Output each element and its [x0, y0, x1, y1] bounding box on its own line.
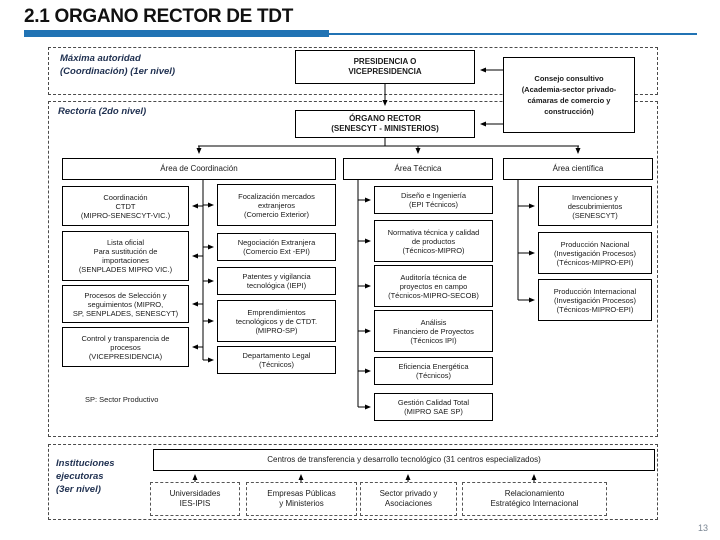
page-title: 2.1 ORGANO RECTOR DE TDT [24, 6, 294, 27]
page-number: 13 [698, 523, 709, 533]
box-focalizacion-mercados: Focalización mercados extranjeros (Comer… [217, 184, 336, 226]
title-underline-thick [24, 30, 329, 37]
box-coordinacion-ctdt: Coordinación CTDT (MIPRO-SENESCYT-VIC.) [62, 186, 189, 226]
box-analisis-financiero: Análisis Financiero de Proyectos (Técnic… [374, 310, 493, 352]
area-cientifica-header: Área científica [503, 158, 653, 180]
box-relacionamiento: Relacionamiento Estratégico Internaciona… [462, 482, 607, 516]
presidencia-box: PRESIDENCIA O VICEPRESIDENCIA [295, 50, 475, 84]
level2-region [48, 101, 658, 437]
consejo-consultivo-box: Consejo consultivo (Academia-sector priv… [503, 57, 635, 133]
area-tecnica-header: Área Técnica [343, 158, 493, 180]
box-produccion-internacional: Producción Internacional (Investigación … [538, 279, 652, 321]
box-gestion-calidad: Gestión Calidad Total (MIPRO SAE SP) [374, 393, 493, 421]
level2-label: Rectoría (2do nivel) [58, 106, 147, 117]
box-departamento-legal: Departamento Legal (Técnicos) [217, 346, 336, 374]
box-lista-oficial: Lista oficial Para sustitución de import… [62, 231, 189, 281]
box-auditoria-tecnica: Auditoría técnica de proyectos en campo … [374, 265, 493, 307]
box-emprendimientos: Emprendimientos tecnológicos y de CTDT. … [217, 300, 336, 342]
title-underline-thin [329, 33, 697, 35]
area-coordinacion-header: Área de Coordinación [62, 158, 336, 180]
centros-transferencia-box: Centros de transferencia y desarrollo te… [153, 449, 655, 471]
box-patentes-vigilancia: Patentes y vigilancia tecnológica (IEPI) [217, 267, 336, 295]
level3-label: Instituciones ejecutoras (3er nivel) [56, 458, 115, 495]
box-negociacion-extranjera: Negociación Extranjera (Comercio Ext -EP… [217, 233, 336, 261]
box-invenciones: Invenciones y descubrimientos (SENESCYT) [538, 186, 652, 226]
box-normativa-tecnica: Normativa técnica y calidad de productos… [374, 220, 493, 262]
box-eficiencia-energetica: Eficiencia Energética (Técnicos) [374, 357, 493, 385]
box-empresas-publicas: Empresas Públicas y Ministerios [246, 482, 357, 516]
level1-region [48, 47, 658, 95]
box-produccion-nacional: Producción Nacional (Investigación Proce… [538, 232, 652, 274]
level3-region [48, 444, 658, 520]
box-universidades: Universidades IES-IPIS [150, 482, 240, 516]
organo-rector-box: ÓRGANO RECTOR (SENESCYT - MINISTERIOS) [295, 110, 475, 138]
level1-label: Máxima autoridad (Coordinación) (1er niv… [60, 53, 176, 77]
box-sector-privado: Sector privado y Asociaciones [360, 482, 457, 516]
sp-footnote: SP: Sector Productivo [85, 395, 159, 404]
box-procesos-seleccion: Procesos de Selección y seguimientos (MI… [62, 285, 189, 323]
box-diseno-ingenieria: Diseño e Ingeniería (EPI Técnicos) [374, 186, 493, 214]
box-control-transparencia: Control y transparencia de procesos (VIC… [62, 327, 189, 367]
